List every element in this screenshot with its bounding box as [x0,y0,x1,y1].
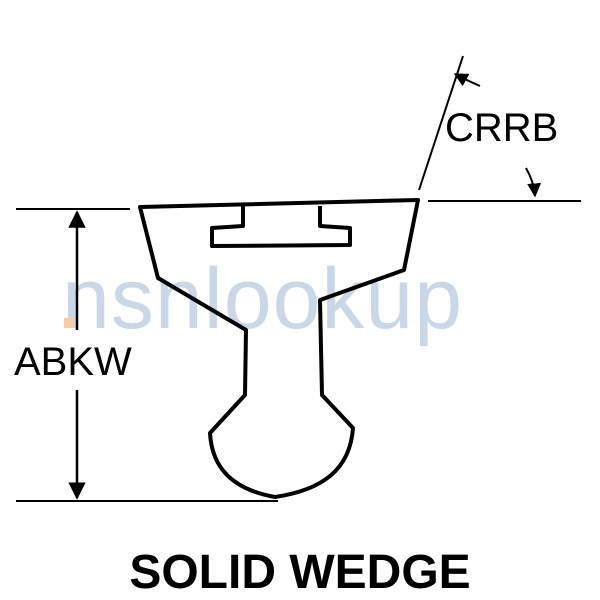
height-dimension-label: ABKW [14,340,132,384]
watermark-accent-mark [64,318,73,328]
angle-arc-lower-arrow [525,167,542,198]
wedge-slot [210,206,352,248]
angle-dimension-label: CRRB [445,106,558,150]
watermark: nsnlookup [62,251,463,347]
angle-arc-upper-arrow [453,73,481,87]
wedge-profile-outline [138,198,420,499]
svg-text:nsnlookup: nsnlookup [62,251,463,347]
diagram-caption: SOLID WEDGE [129,546,470,599]
